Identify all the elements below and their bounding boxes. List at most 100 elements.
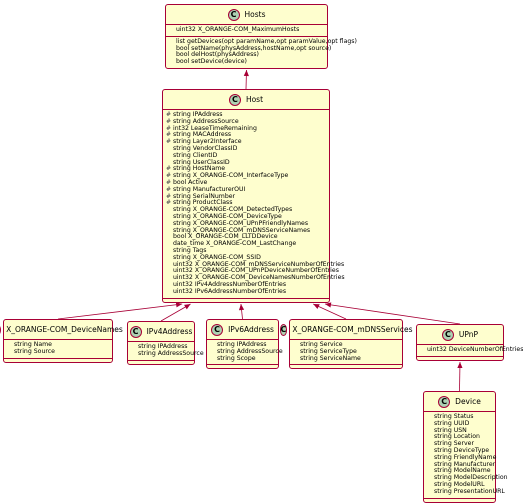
visibility-marker: # <box>166 172 172 180</box>
class-stereotype-icon: C <box>438 395 451 408</box>
class-header: C UPnP <box>417 325 503 345</box>
class-stereotype-icon: C <box>228 93 241 106</box>
member-text: string USN <box>434 426 467 434</box>
member-text: uint32 IPv6AddressNumberOfEntries <box>173 287 287 295</box>
attributes-section: uint32 DeviceNumberOfEntries <box>417 345 523 357</box>
class-attribute: #string MACAddress <box>166 132 326 139</box>
member-text: string ModelDescription <box>434 474 508 482</box>
class-attribute: string X_ORANGE-COM_DeviceType <box>166 213 326 221</box>
member-text: string X_ORANGE-COM_DetectedTypes <box>173 206 293 214</box>
member-text: string X_ORANGE-COM_SSID <box>173 253 261 261</box>
class-attribute: #string IPAddress <box>166 111 326 119</box>
edge-hosts-host <box>243 69 249 90</box>
visibility-marker: # <box>166 138 172 146</box>
visibility-marker: # <box>166 185 172 193</box>
class-name: X_ORANGE-COM_DeviceNames <box>6 325 123 334</box>
member-text: int32 LeaseTimeRemaining <box>173 124 257 132</box>
class-attribute: string ServiceType <box>293 348 399 356</box>
member-text: uint32 DeviceNumberOfEntries <box>427 346 523 353</box>
member-text: string UUID <box>434 419 470 427</box>
edge-host-ipv4 <box>160 303 191 322</box>
visibility-marker: # <box>166 117 172 125</box>
class-header: C X_ORANGE-COM_mDNSServices <box>279 320 413 340</box>
member-text: string ModelName <box>434 467 491 475</box>
class-attribute: string AddressSource <box>131 350 204 358</box>
class-attribute: string FriendlyName <box>427 454 496 462</box>
class-attribute: string DeviceType <box>427 446 492 455</box>
class-method: list getDevices(opt paramName,opt paramV… <box>169 38 357 46</box>
class-attribute: #string Layer2Interface <box>166 138 326 146</box>
class-attribute: string Server <box>427 440 492 448</box>
class-attribute: uint32 X_ORANGE-COM_DeviceNamesNumberOfE… <box>166 274 345 282</box>
class-attribute: uint32 X_ORANGE-COM_mDNSServiceNumberOfE… <box>166 261 344 269</box>
class-stereotype-icon: C <box>279 323 288 336</box>
methods-section <box>163 299 329 302</box>
class-attribute: string UUID <box>427 419 492 428</box>
class-name: UPnP <box>458 330 479 339</box>
visibility-marker: # <box>166 165 172 173</box>
member-text: string Source <box>14 347 55 355</box>
member-text: string DeviceType <box>434 446 490 454</box>
class-attribute: string ModelDescription <box>427 474 508 482</box>
class-attribute: string X_ORANGE-COM_mDNSServiceNames <box>166 226 326 235</box>
member-text: string VendorClassID <box>173 144 238 152</box>
member-text: bool setName(physAddress,hostName,opt so… <box>176 44 332 52</box>
member-text: string Layer2Interface <box>173 138 242 146</box>
edge-host-mdns <box>313 303 347 320</box>
member-text: string IPAddress <box>173 111 223 118</box>
methods-section <box>290 365 402 368</box>
member-text: string IPAddress <box>217 341 267 348</box>
member-text: uint32 X_ORANGE-COM_mDNSServiceNumberOfE… <box>173 260 345 268</box>
member-text: string ProductClass <box>173 199 233 207</box>
member-text: string X_ORANGE-COM_mDNSServiceNames <box>173 226 311 234</box>
class-attribute: #bool Active <box>166 178 326 187</box>
member-text: string Scope <box>217 354 256 362</box>
class-attribute: string Service <box>293 341 399 349</box>
visibility-marker: # <box>166 199 172 207</box>
member-text: uint32 X_ORANGE-COM_UPnPDeviceNumberOfEn… <box>173 267 339 275</box>
member-text: string SerialNumber <box>173 192 236 200</box>
member-text: uint32 IPv4AddressNumberOfEntries <box>173 280 287 288</box>
class-attribute: string Manufacturer <box>427 460 496 469</box>
class-method: bool delHost(physAddress) <box>169 52 324 59</box>
member-text: string HostName <box>173 165 226 173</box>
methods-section: list getDevices(opt paramName,opt paramV… <box>166 37 357 68</box>
class-stereotype-icon: C <box>441 328 454 341</box>
class-name: X_ORANGE-COM_mDNSServices <box>292 325 413 334</box>
member-text: string Manufacturer <box>434 460 496 468</box>
edge-host-devicenames <box>57 302 183 320</box>
class-attribute: #string ManufacturerOUI <box>166 185 326 194</box>
class-attribute: string ClientID <box>166 151 326 160</box>
member-text: string AddressSource <box>173 117 239 125</box>
class-attribute: string ServiceName <box>293 355 399 363</box>
visibility-marker: # <box>166 124 172 132</box>
class-attribute: uint32 X_ORANGE-COM_UPnPDeviceNumberOfEn… <box>166 268 339 275</box>
methods-section <box>128 361 194 364</box>
class-attribute: string Status <box>427 413 492 421</box>
class-attribute: uint32 IPv4AddressNumberOfEntries <box>166 280 326 289</box>
class-attribute: string VendorClassID <box>166 144 326 153</box>
class-attribute: string X_ORANGE-COM_SSID <box>166 253 326 262</box>
edge-upnp-device <box>457 361 463 392</box>
class-stereotype-icon: C <box>227 8 240 21</box>
class-attribute: #string ProductClass <box>166 200 326 207</box>
member-text: string Location <box>434 433 480 441</box>
visibility-marker: # <box>166 131 172 139</box>
member-text: string FriendlyName <box>434 453 497 461</box>
member-text: string AddressSource <box>138 349 204 357</box>
class-attribute: string IPAddress <box>131 343 191 351</box>
member-text: bool setDevice(device) <box>176 58 247 66</box>
class-attribute: string Scope <box>210 354 275 363</box>
class-name: IPv6Address <box>228 325 274 334</box>
member-text: string ClientID <box>173 151 218 159</box>
class-attribute: #string SerialNumber <box>166 192 326 201</box>
class-attribute: string ModelName <box>427 468 492 475</box>
visibility-marker: # <box>166 178 172 186</box>
arrowhead-icon <box>175 302 183 308</box>
member-text: string Name <box>14 341 52 348</box>
